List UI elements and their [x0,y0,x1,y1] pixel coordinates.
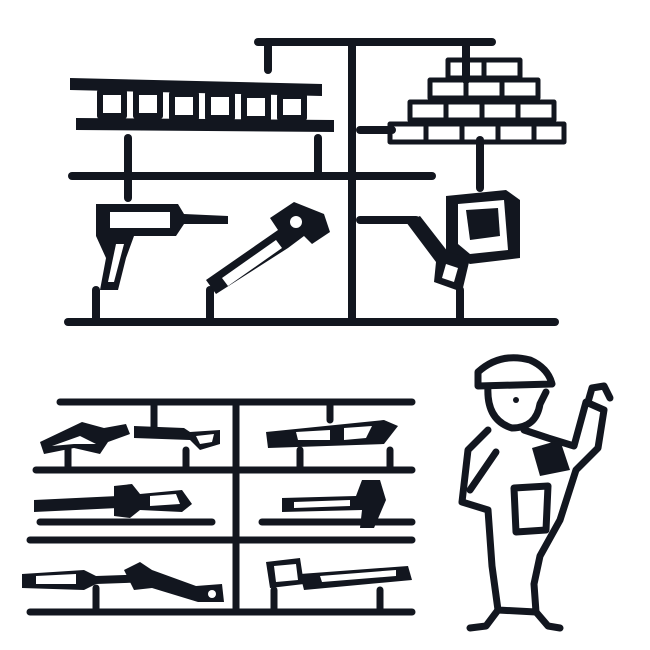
sprue-frame [64,38,559,326]
brick-wall-cutter [387,57,567,145]
bib-strap [532,440,570,476]
pipe-elbow-cutter [282,480,386,528]
builder-tools-cutter-sprue [64,38,567,326]
ladder-cutter [70,78,334,132]
pipe-wrench-cutter [206,202,330,294]
cap-outline [474,354,556,390]
feet-outline [466,606,564,632]
paint-bucket-cutter [446,190,520,264]
pliers-cutter [40,422,130,454]
power-drill-cutter [96,204,228,290]
trowel-cutter [134,426,220,450]
body-outline [458,398,608,616]
pocket-outline [510,482,552,536]
screwdriver-cutter [22,570,150,590]
utility-knife-cutter [266,420,398,448]
eye [513,397,519,403]
spanner-cutter [124,562,224,602]
head-outline [484,382,550,432]
tape-measure-cutter [266,558,304,588]
handsaw-cutter [300,566,412,590]
paintbrush-cutter [406,216,470,292]
hammer-cutter [34,484,192,518]
raised-hand-outline [584,382,614,406]
sprue-frame [26,398,416,616]
builder-man-cutter [458,354,614,632]
hand-tools-cutter-sprue [22,398,416,616]
arm-outline [466,448,500,494]
